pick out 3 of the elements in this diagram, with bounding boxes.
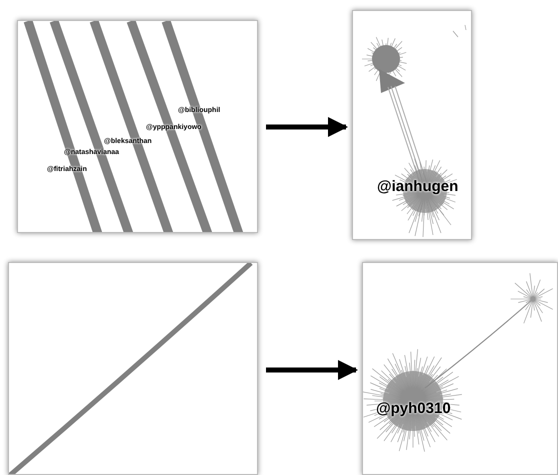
handle-label: @ianhugen	[377, 179, 458, 194]
arrow	[266, 117, 348, 137]
arrow	[266, 360, 358, 380]
